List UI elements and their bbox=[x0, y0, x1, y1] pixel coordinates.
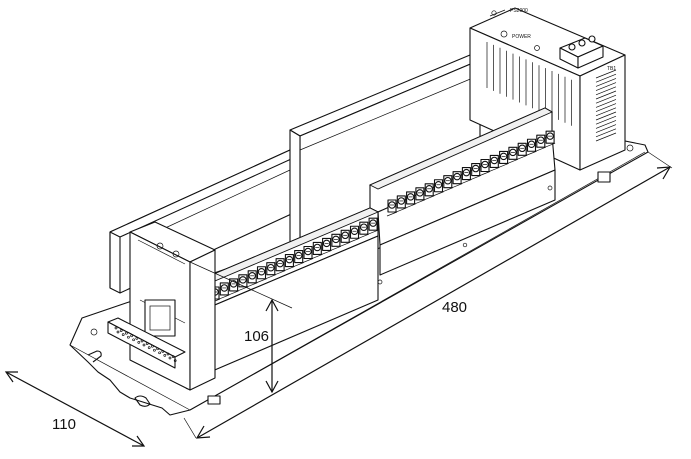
d-sub-pin bbox=[153, 348, 156, 352]
height-dimension-value: 106 bbox=[244, 328, 269, 345]
terminal-block-label: TB1 bbox=[607, 66, 616, 72]
d-sub-pin bbox=[158, 351, 161, 355]
terminal-divider bbox=[396, 207, 407, 213]
d-sub-pin bbox=[137, 341, 141, 344]
vent-slot bbox=[595, 86, 617, 96]
rear-terminal-block bbox=[368, 107, 556, 276]
terminal-divider bbox=[498, 163, 509, 168]
vent-slot bbox=[595, 73, 617, 83]
front-terminals bbox=[209, 217, 379, 304]
terminal-divider bbox=[470, 175, 481, 180]
d-sub-pins bbox=[114, 326, 177, 362]
d-sub-pin bbox=[114, 326, 118, 330]
terminal-divider bbox=[535, 146, 546, 152]
terminal-divider bbox=[256, 278, 267, 284]
d-sub-pin bbox=[135, 337, 139, 340]
d-sub-pin bbox=[140, 339, 144, 343]
d-sub-pin bbox=[166, 352, 170, 356]
terminal-divider bbox=[386, 211, 398, 217]
d-sub-pin bbox=[173, 359, 177, 362]
terminal-divider bbox=[293, 262, 304, 267]
terminal-divider bbox=[312, 254, 323, 259]
terminal-divider bbox=[265, 274, 276, 280]
terminal-divider bbox=[349, 237, 360, 243]
psu-model-label: PS2000 bbox=[510, 8, 528, 14]
width-dimension: 480 bbox=[183, 151, 673, 439]
terminal-divider bbox=[358, 233, 369, 239]
terminal-divider bbox=[433, 191, 444, 197]
vent-slot bbox=[595, 94, 617, 104]
vent-slot bbox=[595, 103, 617, 112]
vent-slot bbox=[595, 69, 617, 79]
d-sub-pin bbox=[142, 343, 146, 347]
terminal-divider bbox=[517, 154, 528, 160]
width-dimension-value: 480 bbox=[442, 299, 467, 316]
d-sub-pin bbox=[168, 356, 172, 360]
vent-slot bbox=[595, 128, 617, 138]
d-sub-pin bbox=[151, 344, 154, 348]
terminal-divider bbox=[489, 167, 500, 172]
rear-terminals bbox=[386, 130, 556, 217]
terminal-divider bbox=[507, 159, 519, 164]
terminal-divider bbox=[367, 229, 379, 235]
terminal-divider bbox=[321, 250, 332, 255]
psu-vents-front bbox=[486, 42, 572, 126]
d-sub-connector bbox=[107, 317, 186, 369]
d-sub-pin bbox=[130, 334, 133, 338]
terminal-divider bbox=[479, 171, 491, 176]
terminal-divider bbox=[330, 246, 342, 251]
d-sub-pin bbox=[161, 350, 165, 353]
terminal-divider bbox=[219, 294, 230, 300]
terminal-divider bbox=[274, 270, 286, 275]
terminal-divider bbox=[405, 203, 416, 209]
vent-slot bbox=[595, 132, 617, 142]
terminal-divider bbox=[544, 142, 556, 148]
d-sub-pin bbox=[132, 338, 135, 342]
d-sub-pin bbox=[156, 347, 159, 351]
d-sub-pin bbox=[121, 333, 125, 336]
front-terminal-block bbox=[193, 185, 553, 376]
psu-vents-side bbox=[595, 69, 617, 142]
terminal-divider bbox=[424, 195, 435, 201]
vent-slot bbox=[595, 90, 617, 100]
d-sub-pin bbox=[119, 329, 123, 332]
terminal-divider bbox=[228, 290, 239, 296]
terminal-divider bbox=[302, 258, 314, 263]
vent-slot bbox=[595, 82, 617, 91]
depth-dimension-value: 110 bbox=[52, 416, 76, 433]
d-sub-pin bbox=[145, 342, 149, 345]
terminal-divider bbox=[461, 179, 472, 184]
vent-slot bbox=[595, 111, 617, 121]
terminal-divider bbox=[247, 282, 258, 288]
vent-slot bbox=[595, 78, 617, 87]
vent-slot bbox=[595, 107, 617, 117]
depth-dimension: 110 bbox=[4, 371, 146, 447]
d-sub-pin bbox=[163, 354, 167, 357]
vent-slot bbox=[595, 120, 617, 129]
terminal-divider bbox=[414, 199, 426, 205]
terminal-divider bbox=[442, 187, 453, 193]
terminal-divider bbox=[340, 241, 351, 247]
terminal-divider bbox=[526, 150, 537, 156]
vent-slot bbox=[595, 124, 617, 133]
d-sub-pin bbox=[171, 355, 175, 358]
d-sub-pin bbox=[147, 346, 151, 349]
vent-slot bbox=[595, 99, 617, 108]
d-sub-pin bbox=[116, 330, 120, 334]
terminal-divider bbox=[451, 183, 463, 188]
d-sub-pin bbox=[125, 331, 128, 335]
d-sub-pin bbox=[127, 335, 130, 339]
vent-slot bbox=[595, 115, 617, 125]
height-dimension: 106 bbox=[189, 261, 293, 394]
terminal-divider bbox=[284, 266, 295, 271]
psu-indicator-label: POWER bbox=[512, 34, 531, 40]
